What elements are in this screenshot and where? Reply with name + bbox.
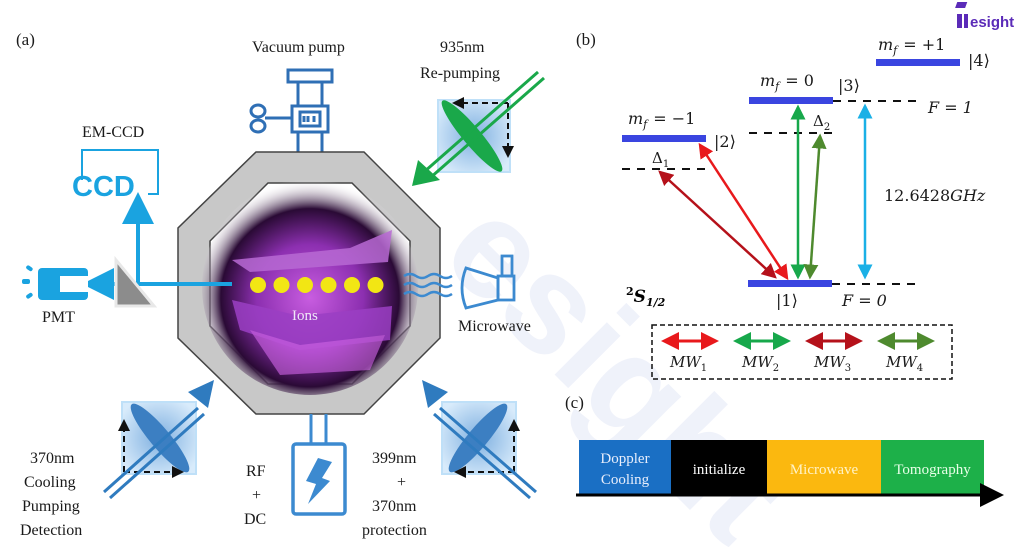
cooling-label-line2: Cooling <box>24 474 76 491</box>
watermark-brand: esight <box>970 14 1014 31</box>
legend-label: MW4 <box>885 353 923 374</box>
level-3-bar <box>749 97 833 104</box>
level-3-mf: mf= 0 <box>760 71 814 93</box>
cooling-label-line1: 370nm <box>30 450 75 467</box>
cooling-label-line3: Pumping <box>22 498 80 515</box>
term-symbol: 2S1/2 <box>626 285 666 309</box>
ion <box>273 277 290 293</box>
trap-electrodes <box>232 230 392 375</box>
level-2-ket: |2⟩ <box>714 132 736 151</box>
ion <box>320 277 337 293</box>
timeline-segment <box>671 440 767 495</box>
pmt-label: PMT <box>42 309 75 326</box>
protection-label-line4: protection <box>362 522 427 539</box>
hyperfine-frequency: 12.6428GHz <box>884 186 986 205</box>
mw4-transition-arrow <box>803 133 827 280</box>
panel-c-label: (c) <box>565 393 584 412</box>
microwave-waves-icon <box>403 272 453 298</box>
ions-label: Ions <box>292 308 318 324</box>
timeline-segment-label: Cooling <box>601 472 650 488</box>
level-3-ket: |3⟩ <box>838 76 860 95</box>
timeline-segment-label: Microwave <box>790 462 859 478</box>
dc-label: DC <box>244 511 266 528</box>
protection-label-line2: + <box>397 474 406 491</box>
rf-label: RF <box>246 463 266 480</box>
transition-legend-box <box>651 324 953 380</box>
mw3-transition-arrow <box>658 170 777 279</box>
protection-optics <box>422 380 537 500</box>
ion <box>250 277 266 293</box>
em-ccd-label: EM-CCD <box>82 124 144 141</box>
protection-label-line3: 370nm <box>372 498 417 515</box>
ion <box>297 277 313 293</box>
watermark-logo: esight <box>955 2 1014 31</box>
level-4-ket: |4⟩ <box>968 51 990 70</box>
protection-label-line1: 399nm <box>372 450 417 467</box>
delta-2-label: Δ2 <box>813 112 830 133</box>
ion <box>367 277 384 293</box>
f0-label: F = 0 <box>841 291 887 310</box>
level-2-bar <box>622 135 706 142</box>
ccd-camera-icon: CCD <box>72 149 159 203</box>
cooling-optics <box>103 380 214 500</box>
svg-text:CCD: CCD <box>72 171 135 203</box>
timeline-segment <box>767 440 881 495</box>
panel-b: (b) esight mf= −1 |2⟩ Δ1 mf= 0 |3⟩ F = 1… <box>576 2 1014 380</box>
rf-plus: + <box>252 487 261 504</box>
microwave-label: Microwave <box>458 318 531 335</box>
mirror-icon <box>114 255 158 308</box>
pmt-icon <box>22 265 88 300</box>
level-4-mf: mf= +1 <box>878 35 945 57</box>
repump-optics <box>412 70 545 186</box>
level-2-mf: mf= −1 <box>628 109 695 131</box>
panel-a-label: (a) <box>16 30 35 49</box>
legend-label: MW3 <box>813 353 851 374</box>
legend-label: MW2 <box>741 353 779 374</box>
repump-label-line1: 935nm <box>440 39 485 56</box>
legend-label: MW1 <box>669 353 707 374</box>
vacuum-pump-label: Vacuum pump <box>252 39 345 56</box>
timeline-segment-label: Tomography <box>894 462 971 478</box>
timeline-segment <box>881 440 984 495</box>
panel-b-label: (b) <box>576 30 596 49</box>
ion-chain <box>250 277 384 293</box>
delta-1-label: Δ1 <box>652 149 669 170</box>
timeline-segment-label: initialize <box>693 462 746 478</box>
transition-legend: MW1 MW2 MW3 MW4 <box>661 332 935 374</box>
timeline-segment <box>579 440 671 495</box>
mw1-transition-arrow <box>698 142 789 281</box>
rf-dc-supply-icon <box>291 414 347 516</box>
cooling-label-line4: Detection <box>20 522 82 539</box>
level-1-ket: |1⟩ <box>776 291 798 310</box>
microwave-horn-icon <box>460 254 516 310</box>
level-1-bar <box>748 280 832 287</box>
ion <box>344 277 360 293</box>
f1-label: F = 1 <box>927 98 973 117</box>
timeline-segment-label: Doppler <box>600 451 649 467</box>
repump-label-line2: Re-pumping <box>420 65 500 82</box>
level-4-bar <box>876 59 960 66</box>
